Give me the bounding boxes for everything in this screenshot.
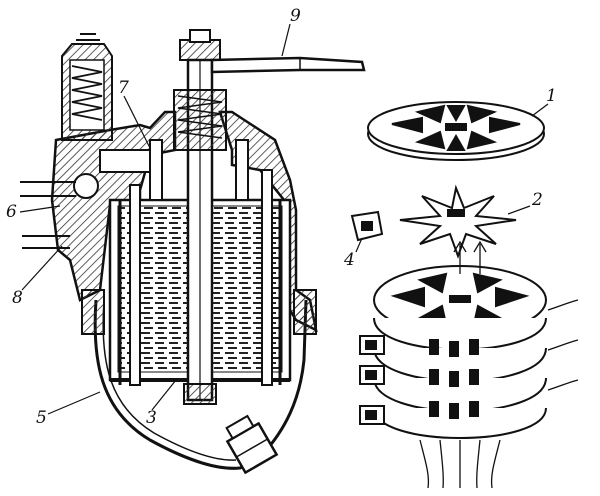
callout-5: 5: [36, 408, 47, 428]
valve-spring: [71, 65, 103, 121]
valve-ball: [73, 173, 99, 199]
callout-2: 2: [532, 190, 543, 210]
callout-7: 7: [118, 78, 129, 98]
perforated-plate-top: [367, 101, 545, 161]
filter-housing: [20, 29, 366, 475]
callout-1: 1: [546, 86, 557, 106]
flow-arrows: [419, 240, 579, 489]
callout-9: 9: [290, 6, 301, 26]
rotation-handle: [210, 56, 366, 74]
exploded-plates: [350, 101, 579, 489]
callout-4: 4: [344, 250, 355, 270]
star-spacer: [399, 184, 517, 259]
leader-lines-left: [19, 23, 291, 415]
callout-3: 3: [146, 408, 157, 428]
plate-stack: [359, 265, 547, 439]
filter-bowl: [93, 299, 308, 470]
callout-6: 6: [6, 202, 17, 222]
callout-8: 8: [12, 288, 23, 308]
drain-plug: [225, 414, 279, 475]
leader-lines-right: [355, 103, 549, 253]
